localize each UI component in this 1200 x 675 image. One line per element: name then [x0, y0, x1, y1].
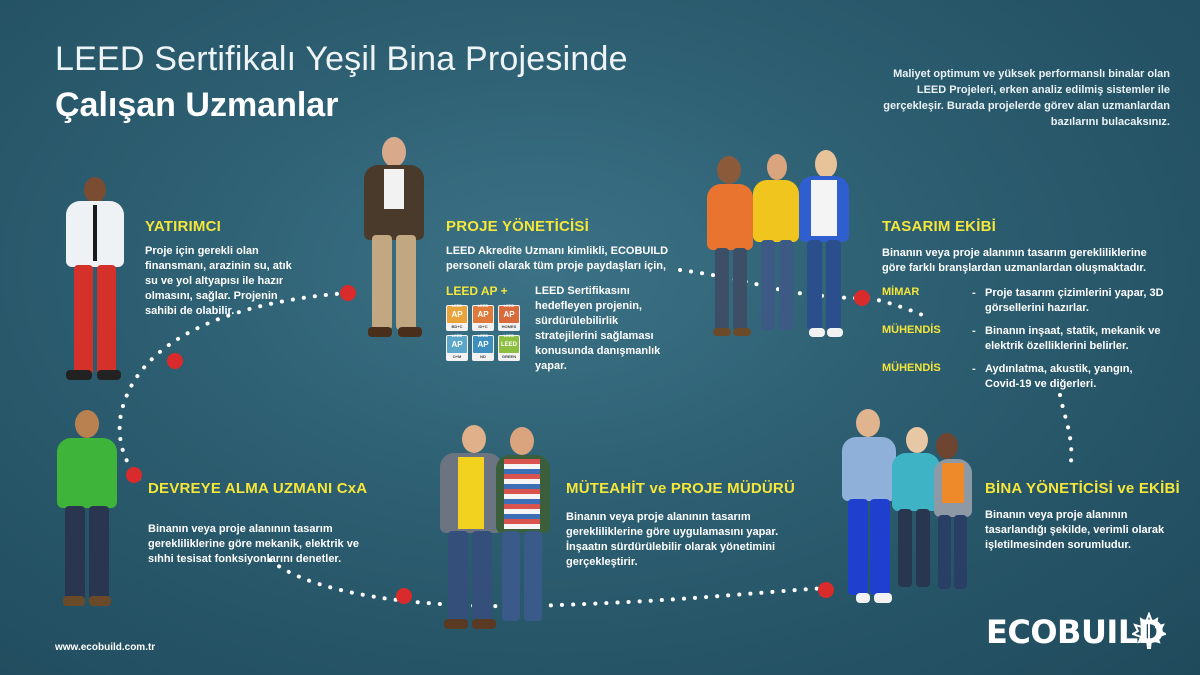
contractor-text: Binanın veya proje alanının tasarım gere… — [566, 511, 779, 568]
commissioning-heading: DEVREYE ALMA UZMANI CxA — [148, 480, 368, 497]
role-engineer-2-desc: Aydınlatma, akustik, yangın, Covid-19 ve… — [985, 363, 1133, 390]
red-markers — [126, 285, 870, 604]
role-engineer-2: MÜHENDİS — [882, 362, 941, 374]
role-architect: MİMAR — [882, 286, 920, 298]
building-manager-heading: BİNA YÖNETİCİSİ ve EKİBİ — [985, 480, 1180, 497]
role-architect-desc: Proje tasarım çizimlerini yapar, 3D görs… — [985, 287, 1164, 314]
role-engineer-1: MÜHENDİS — [882, 324, 941, 336]
design-team-heading: TASARIM EKİBİ — [882, 218, 996, 235]
contractor-figures — [438, 425, 553, 635]
building-manager-text: Binanın veya proje alanının tasarlandığı… — [985, 509, 1165, 551]
contractor-heading: MÜTEAHİT ve PROJE MÜDÜRÜ — [566, 480, 795, 497]
leed-ap-text: LEED Sertifikasını hedefleyen projenin, … — [535, 285, 661, 372]
footer-url[interactable]: www.ecobuild.com.tr — [55, 642, 156, 653]
investor-figure — [60, 175, 130, 385]
investor-text: Proje için gerekli olan finansmanı, araz… — [145, 245, 292, 317]
leed-badge-om: APO+M — [446, 333, 468, 361]
design-team-text: Binanın veya proje alanının tasarım gere… — [882, 247, 1147, 274]
project-manager-figure — [360, 135, 430, 345]
project-manager-text: LEED Akredite Uzmanı kimlikli, ECOBUILD … — [446, 245, 669, 272]
page-title-line2: Çalışan Uzmanlar — [55, 86, 339, 124]
role-engineer-1-desc: Binanın inşaat, statik, mekanik ve elekt… — [985, 325, 1161, 352]
intro-text: Maliyet optimum ve yüksek performanslı b… — [883, 68, 1170, 128]
commissioning-figure — [55, 410, 120, 610]
leed-ap-label: LEED AP + — [446, 284, 508, 298]
commissioning-text: Binanın veya proje alanının tasarım gere… — [148, 523, 359, 565]
investor-heading: YATIRIMCI — [145, 218, 221, 235]
building-manager-figures — [840, 405, 975, 610]
maple-leaf-icon — [1132, 612, 1166, 649]
project-manager-heading: PROJE YÖNETİCİSİ — [446, 218, 589, 235]
page-title-line1: LEED Sertifikalı Yeşil Bina Projesinde — [55, 40, 628, 78]
design-team-figures — [705, 150, 855, 345]
